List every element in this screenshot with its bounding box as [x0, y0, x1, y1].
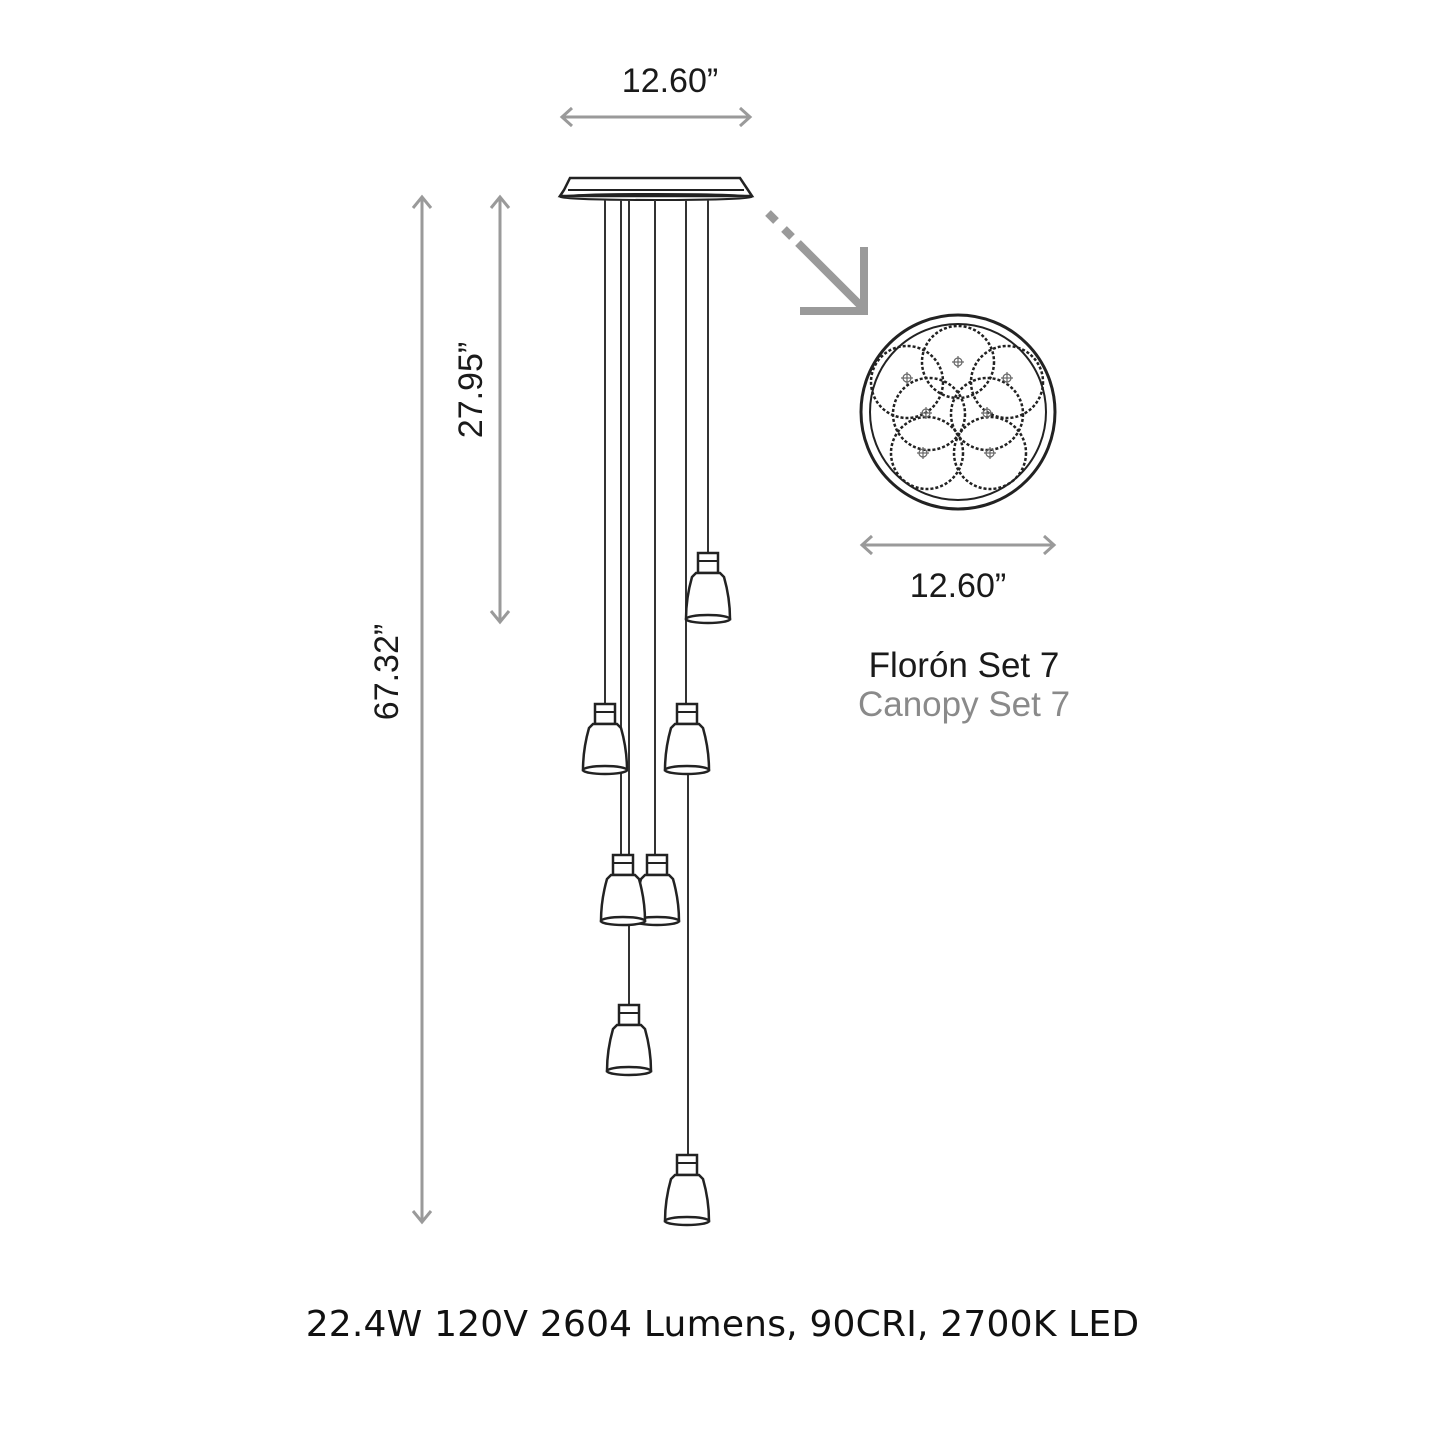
- detail-arrow: [765, 210, 868, 315]
- shade-4: [599, 853, 647, 927]
- spec-line: 22.4W 120V 2604 Lumens, 90CRI, 2700K LED: [305, 1304, 1140, 1345]
- detail-width-label: 12.60”: [910, 567, 1006, 605]
- canopy-detail-plan: [859, 313, 1057, 511]
- short-drop-label: 27.95”: [452, 342, 490, 438]
- shade-1: [684, 551, 732, 625]
- canopy: [557, 176, 755, 201]
- short-drop-dimension: 27.95”: [452, 194, 511, 625]
- shade-6: [605, 1003, 653, 1077]
- overall-height-label: 67.32”: [368, 624, 406, 720]
- detail-subtitle: Canopy Set 7: [858, 685, 1070, 724]
- shade-7: [663, 1153, 711, 1227]
- top-width-dimension: 12.60”: [559, 62, 753, 128]
- shade-3: [663, 702, 711, 776]
- detail-width-dimension: 12.60”: [859, 534, 1057, 605]
- overall-height-dimension: 67.32”: [368, 194, 433, 1225]
- top-width-label: 12.60”: [622, 62, 718, 100]
- detail-title: Florón Set 7: [869, 646, 1060, 685]
